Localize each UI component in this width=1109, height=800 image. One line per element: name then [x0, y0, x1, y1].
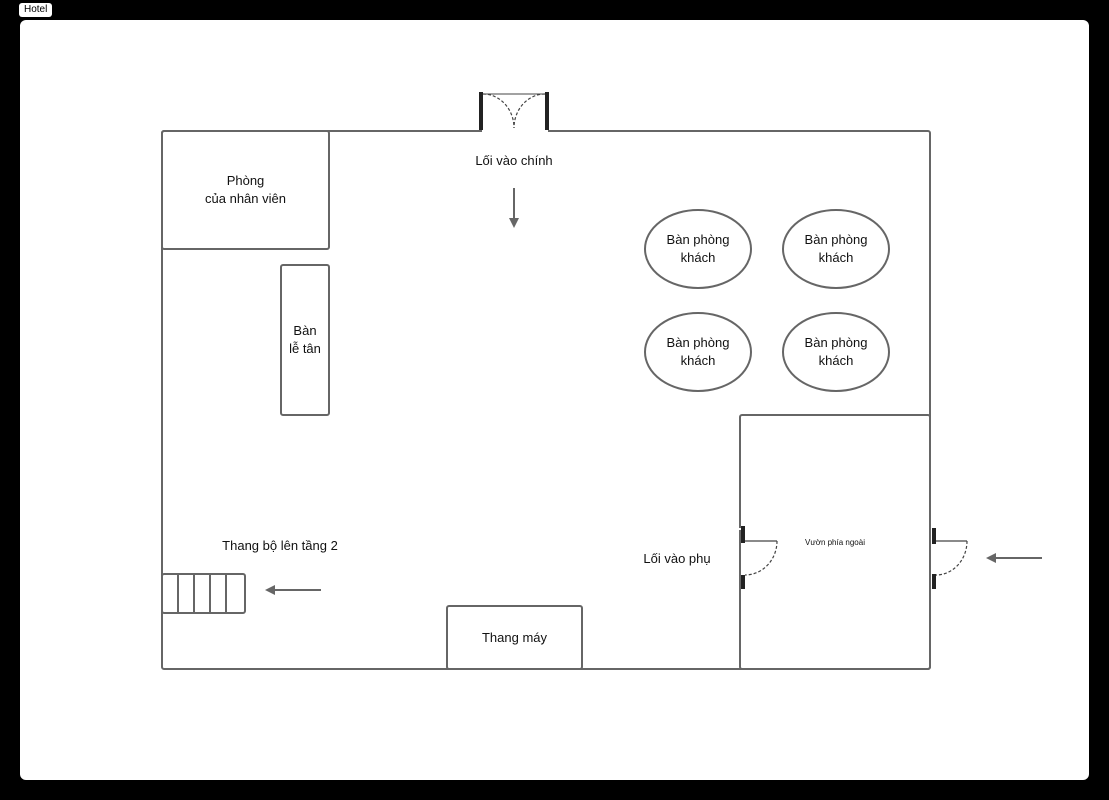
- lounge-table-3: [644, 312, 752, 392]
- lounge-table-label: Bàn phòng khách: [666, 232, 730, 265]
- staff-room: [161, 130, 330, 250]
- lounge-table-2: [782, 209, 890, 289]
- floor-plan-canvas: Phòng của nhân viên Bàn lễ tân Lối vào c…: [20, 20, 1089, 780]
- garden-label: Vườn phía ngoài: [805, 538, 865, 547]
- reception-desk-label: Bàn lễ tân: [289, 323, 321, 356]
- stairs-block: [161, 573, 246, 614]
- floor-plan-drawing: [161, 92, 1042, 670]
- elevator-shaft: [446, 605, 583, 670]
- lounge-table-label: Bàn phòng khách: [804, 335, 868, 368]
- garden-inner-door: [738, 526, 778, 589]
- lounge-table-1: [644, 209, 752, 289]
- side-entrance-label: Lối vào phụ: [643, 551, 711, 566]
- main-entrance-label: Lối vào chính: [475, 153, 553, 168]
- frame-label[interactable]: Hotel: [19, 3, 53, 17]
- lounge-table-4: [782, 312, 890, 392]
- lounge-table-label: Bàn phòng khách: [804, 232, 868, 265]
- garden-room: [739, 414, 931, 670]
- reception-desk: [280, 264, 330, 416]
- side-entrance-door: [932, 528, 968, 589]
- stairs-label: Thang bộ lên tầng 2: [222, 538, 338, 553]
- main-entrance-door: [479, 92, 549, 130]
- lounge-table-label: Bàn phòng khách: [666, 335, 730, 368]
- outer-wall: [161, 130, 931, 670]
- elevator-label: Thang máy: [481, 630, 548, 645]
- staff-room-label: Phòng của nhân viên: [205, 173, 286, 206]
